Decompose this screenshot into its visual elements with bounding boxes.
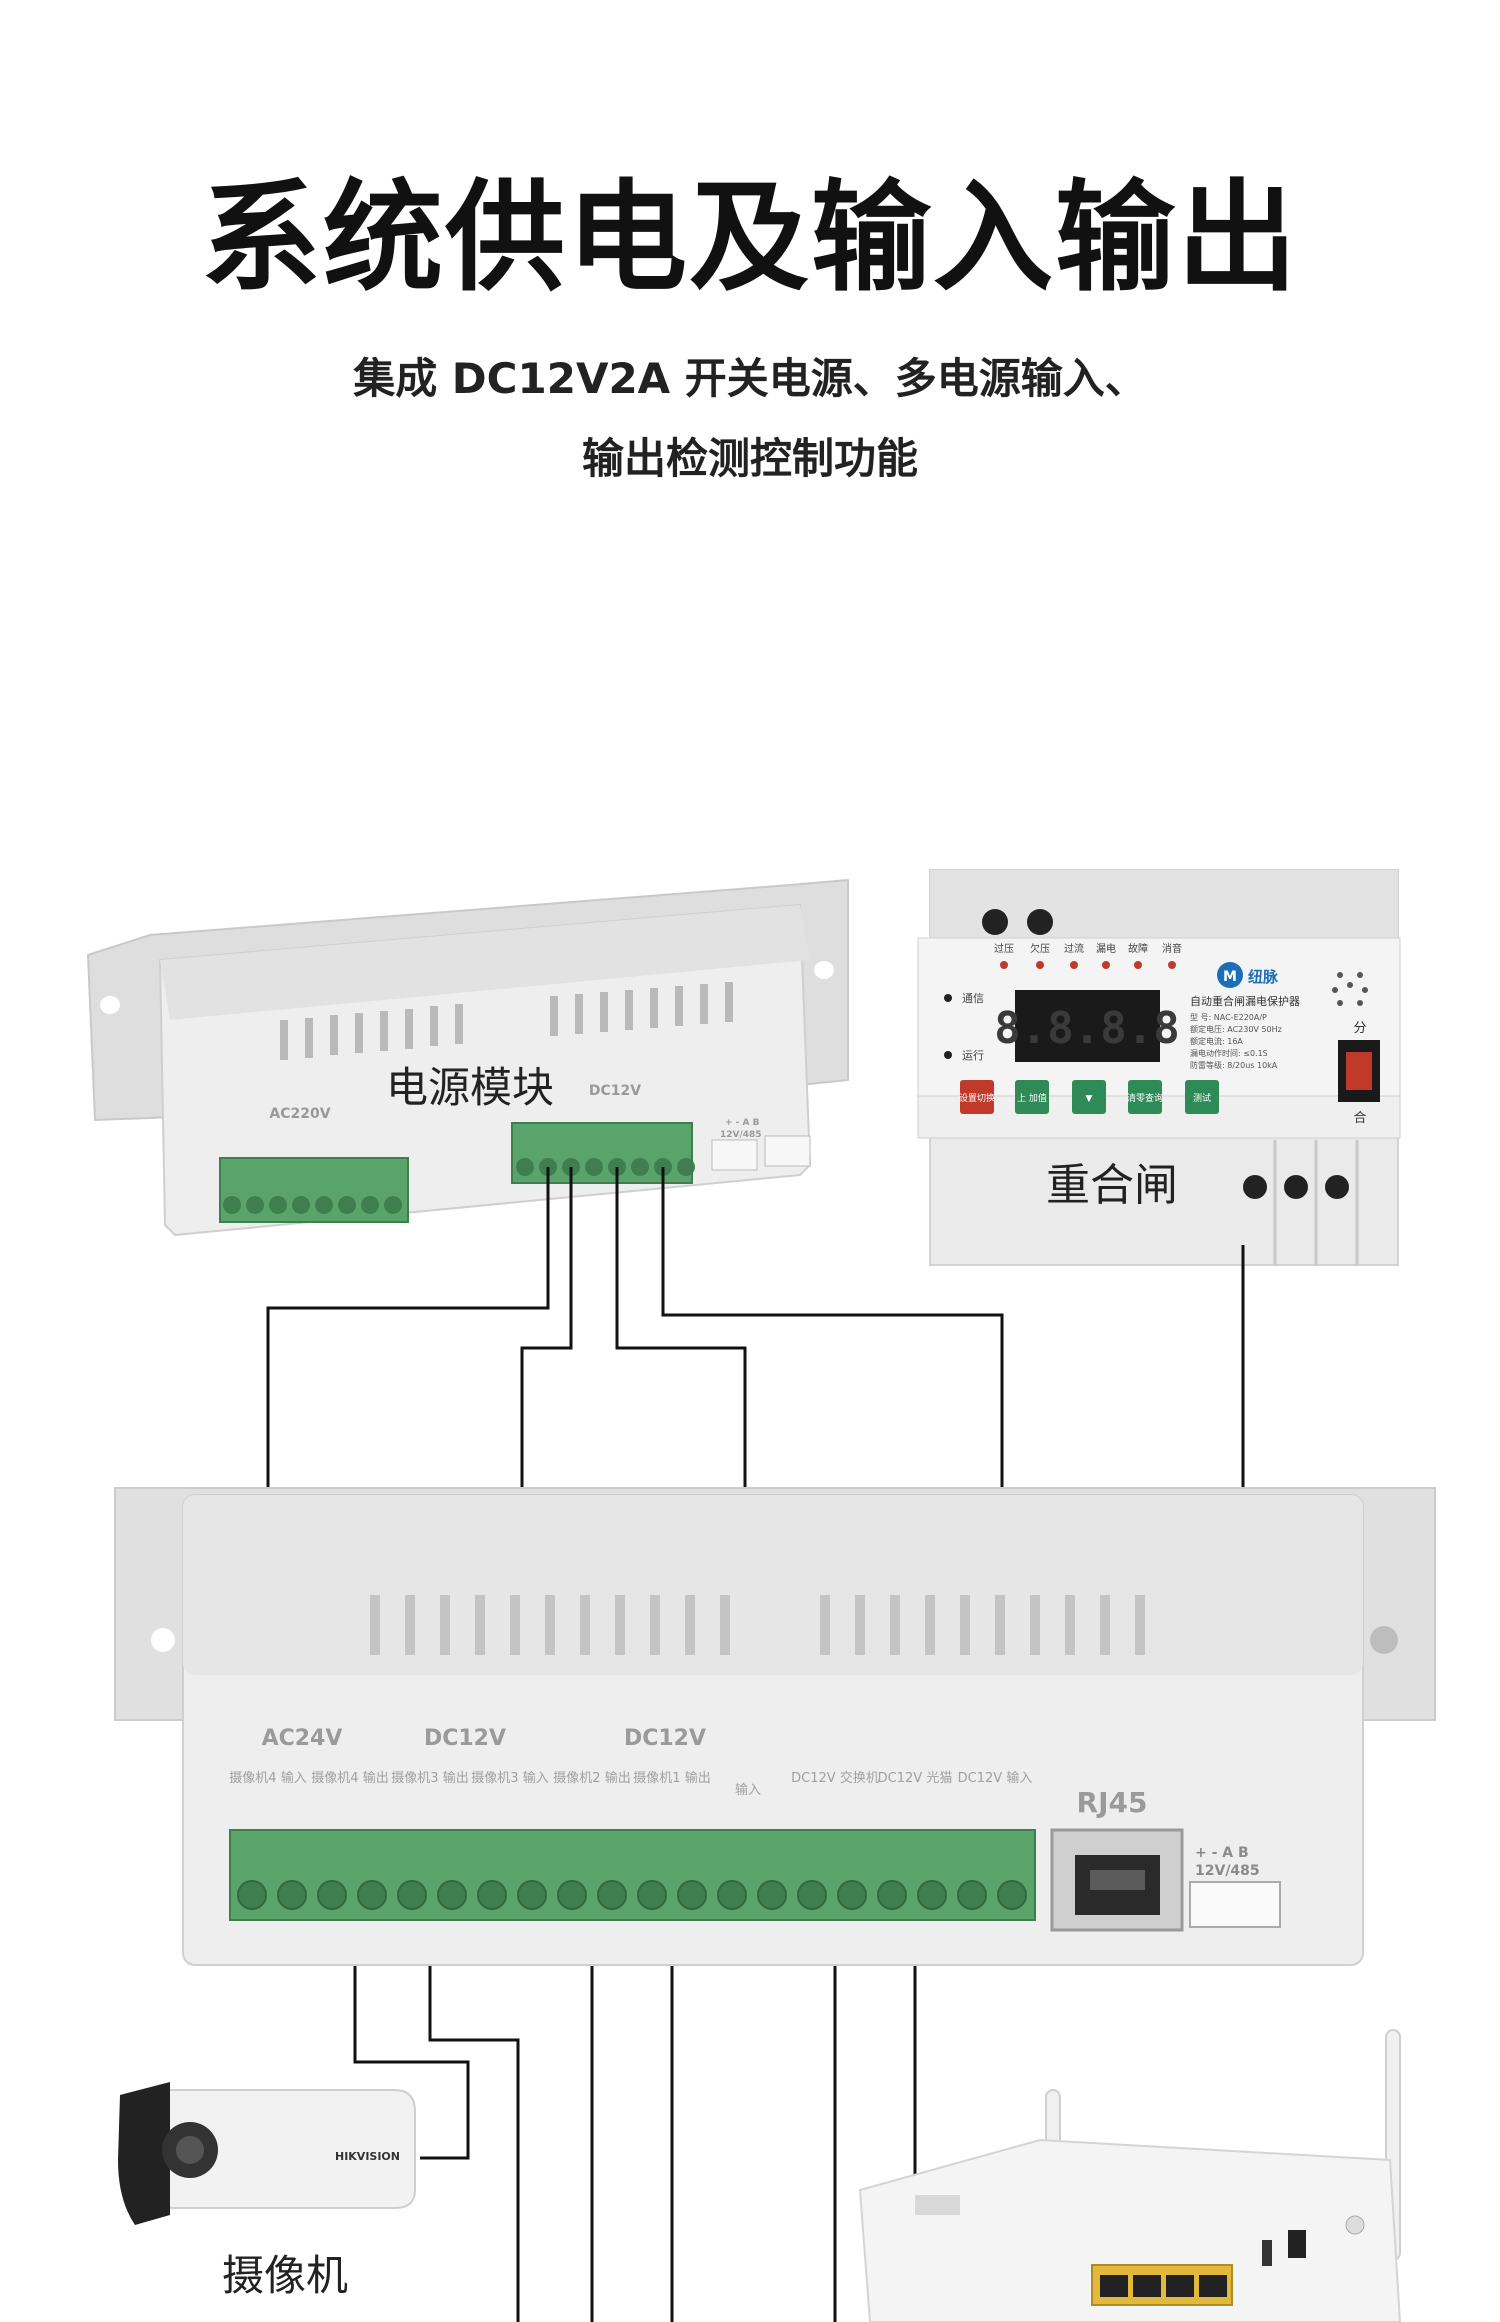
indicator-undervoltage: 欠压 (1030, 942, 1050, 955)
mu-group-label: 输入 (735, 1782, 761, 1798)
rj45-label: RJ45 (1077, 1786, 1148, 1819)
svg-text:+ - A B: + - A B (1195, 1845, 1249, 1861)
indicator-leakage: 漏电 (1096, 942, 1116, 955)
spec-line: 漏电动作时间: ≤0.1S (1190, 1048, 1268, 1058)
camera-brand: HIKVISION (335, 2150, 400, 2163)
spec-line: 额定电流: 16A (1190, 1036, 1243, 1046)
spec-line: 额定电压: AC230V 50Hz (1190, 1024, 1282, 1034)
router (858, 2029, 1402, 2322)
spec-line: 型 号: NAC-E220A/P (1190, 1013, 1267, 1022)
mu-dc-section-1: DC12V (424, 1726, 506, 1751)
mu-dc-out-label: DC12V 光猫 (878, 1771, 953, 1786)
switch-off-label: 分 (1353, 1021, 1366, 1036)
pm-dc-section: DC12V (589, 1083, 641, 1099)
recloser-display-value: 8.8.8.8 (994, 1003, 1179, 1054)
btn-clear[interactable] (1128, 1080, 1162, 1114)
btn-down-label: ▼ (1086, 1094, 1093, 1104)
router-lan-ports (1091, 2264, 1233, 2306)
recloser-label: 重合闸 (1046, 1160, 1178, 1211)
spec-title: 自动重合闸漏电保护器 (1190, 994, 1300, 1008)
subtitle-line-1: 集成 DC12V2A 开关电源、多电源输入、 (353, 354, 1147, 403)
btn-test-label: 测试 (1193, 1092, 1211, 1104)
mu-group-label: 摄像机1 输出 (633, 1770, 710, 1786)
main-unit: AC24V DC12V DC12V RJ45 摄像机4 输入 摄像机4 输出 摄… (114, 1487, 1436, 1966)
mu-group-label: 摄像机3 输入 (471, 1770, 548, 1786)
wire-camera-1 (353, 1895, 470, 2160)
svg-text:M: M (1223, 969, 1237, 985)
btn-setting-label: 设置切换 (959, 1092, 995, 1104)
mu-terminal-block (229, 1829, 1036, 1921)
router-usb (1262, 2240, 1272, 2266)
page-title: 系统供电及输入输出 (201, 169, 1299, 308)
mu-ac-section: AC24V (262, 1726, 343, 1751)
indicator-overvoltage: 过压 (994, 942, 1014, 955)
indicator-overcurrent: 过流 (1064, 942, 1084, 955)
switch-on-label: 合 (1353, 1111, 1366, 1126)
btn-down[interactable] (1072, 1080, 1106, 1114)
pm-rs485-b: 12V/485 (720, 1130, 762, 1140)
pm-rs485-port-2 (764, 1135, 811, 1167)
recloser-device: 过压 欠压 过流 漏电 故障 消音 通信 运行 8.8.8.8 M 纽脉 自动重… (917, 869, 1401, 1266)
speaker-grill (1332, 972, 1368, 1006)
main-unit-vents (370, 1595, 1145, 1655)
mount-hole-right (1370, 1626, 1398, 1654)
status-run: 运行 (962, 1049, 984, 1062)
router-label-sticker (915, 2195, 960, 2215)
btn-up-label: 上 加值 (1017, 1092, 1047, 1104)
mount-hole-right (814, 961, 834, 979)
router-antenna-base (1345, 2215, 1365, 2235)
btn-up[interactable] (1015, 1080, 1049, 1114)
indicator-fault: 故障 (1128, 942, 1148, 955)
recloser-knob-2 (1027, 909, 1053, 935)
spec-line: 防雷等级: 8/20us 10kA (1190, 1060, 1278, 1070)
mu-group-label: 摄像机4 输出 (311, 1770, 388, 1786)
router-power-jack (1288, 2230, 1306, 2258)
recloser-knob-1 (982, 909, 1008, 935)
subtitle-line-2: 输出检测控制功能 (581, 434, 918, 483)
indicator-mute: 消音 (1162, 942, 1182, 955)
status-comm: 通信 (962, 992, 984, 1005)
brand-logo (1217, 962, 1243, 988)
power-module-label: 电源模块 (386, 1063, 554, 1112)
wire-camera-2 (428, 1895, 520, 2322)
camera: HIKVISION 摄像机 (118, 2082, 416, 2300)
camera-label: 摄像机 (222, 2251, 348, 2300)
mount-hole-left (151, 1628, 175, 1652)
power-module-vents (280, 982, 733, 1060)
btn-setting[interactable] (960, 1080, 994, 1114)
mu-dc-out-label: DC12V 输入 (958, 1770, 1033, 1786)
mu-rs485-port: + - A B 12V/485 (1189, 1845, 1281, 1928)
brand-name: 纽脉 (1248, 968, 1279, 986)
btn-test[interactable] (1185, 1080, 1219, 1114)
power-module: 电源模块 AC220V DC12V + - A B 12V/485 (86, 878, 849, 1237)
mount-hole-left (100, 996, 120, 1014)
pm-ac-section: AC220V (269, 1106, 330, 1122)
mu-dc-section-2: DC12V (624, 1726, 706, 1751)
recloser-display (1015, 990, 1160, 1062)
mu-group-label: 摄像机4 输入 (229, 1770, 306, 1786)
rj45-port[interactable] (1050, 1828, 1184, 1932)
mu-group-label: 摄像机3 输出 (391, 1770, 468, 1786)
pm-rs485-a: + - A B (725, 1118, 760, 1128)
svg-text:12V/485: 12V/485 (1195, 1863, 1260, 1879)
pm-rs485-port-1 (711, 1139, 758, 1171)
pm-ac-terminal-block (219, 1157, 409, 1223)
mu-group-label: 摄像机2 输出 (553, 1770, 630, 1786)
mu-dc-out-label: DC12V 交换机 (791, 1770, 879, 1786)
btn-clear-label: 清零查询 (1127, 1092, 1163, 1104)
pm-dc-terminal-block (511, 1122, 695, 1184)
